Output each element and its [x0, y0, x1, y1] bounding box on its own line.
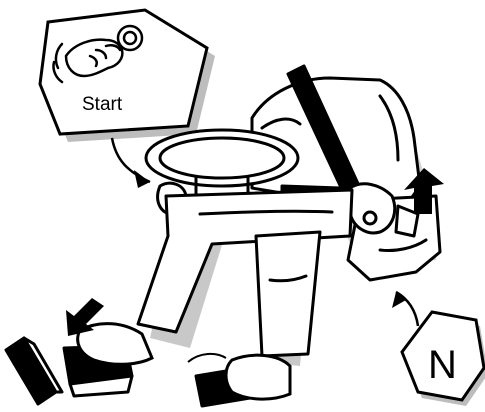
clutch-pedal-icon — [6, 338, 62, 404]
driver-legs — [138, 190, 352, 366]
start-label: Start — [82, 94, 123, 115]
start-pointer-line — [112, 138, 150, 182]
start-callout: Start — [40, 10, 215, 142]
gear-callout: N — [402, 312, 485, 406]
motion-lines — [188, 354, 226, 362]
start-pointer-arrowhead — [134, 170, 150, 188]
gear-label: N — [428, 343, 457, 387]
right-shoe — [226, 355, 290, 399]
